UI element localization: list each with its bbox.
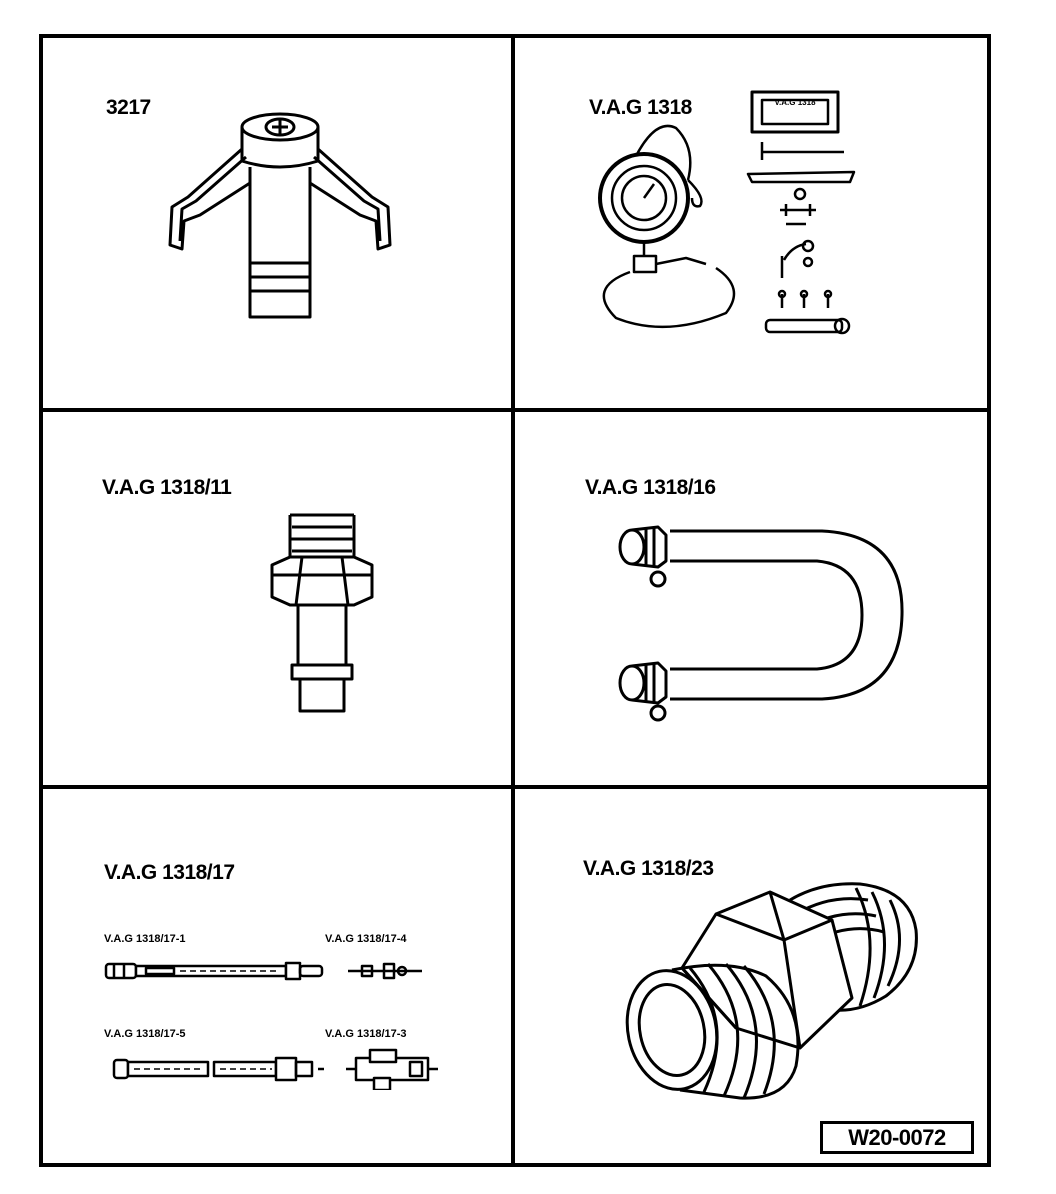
part-label-1318-17-5: V.A.G 1318/17-5 xyxy=(104,1028,186,1040)
hose-1318-16-illustration xyxy=(612,515,912,730)
panel-label-vag-1318-16: V.A.G 1318/16 xyxy=(585,476,716,499)
gauge-case-label: V.A.G 1318 xyxy=(774,98,816,107)
panel-label-vag-1318: V.A.G 1318 xyxy=(589,96,692,119)
diagram-frame xyxy=(39,34,991,1167)
part-label-1318-17-3: V.A.G 1318/17-3 xyxy=(325,1028,407,1040)
grid-divider-vertical xyxy=(511,34,515,1167)
adapter-1318-11-illustration xyxy=(262,505,382,720)
part-label-1318-17-4: V.A.G 1318/17-4 xyxy=(325,933,407,945)
panel-label-vag-1318-17: V.A.G 1318/17 xyxy=(104,861,235,884)
pressure-tester-kit-illustration: V.A.G 1318 xyxy=(596,88,866,348)
panel-label-vag-1318-23: V.A.G 1318/23 xyxy=(583,857,714,880)
grid-divider-row-2 xyxy=(39,785,991,789)
connector-set-1318-17-illustration xyxy=(100,950,445,1090)
tool-3217-illustration xyxy=(160,105,400,325)
panel-label-vag-1318-11: V.A.G 1318/11 xyxy=(102,476,232,499)
part-label-1318-17-1: V.A.G 1318/17-1 xyxy=(104,933,186,945)
figure-reference-label: W20-0072 xyxy=(820,1121,974,1154)
grid-divider-row-1 xyxy=(39,408,991,412)
panel-label-3217: 3217 xyxy=(106,96,151,119)
union-1318-23-illustration xyxy=(620,870,930,1110)
